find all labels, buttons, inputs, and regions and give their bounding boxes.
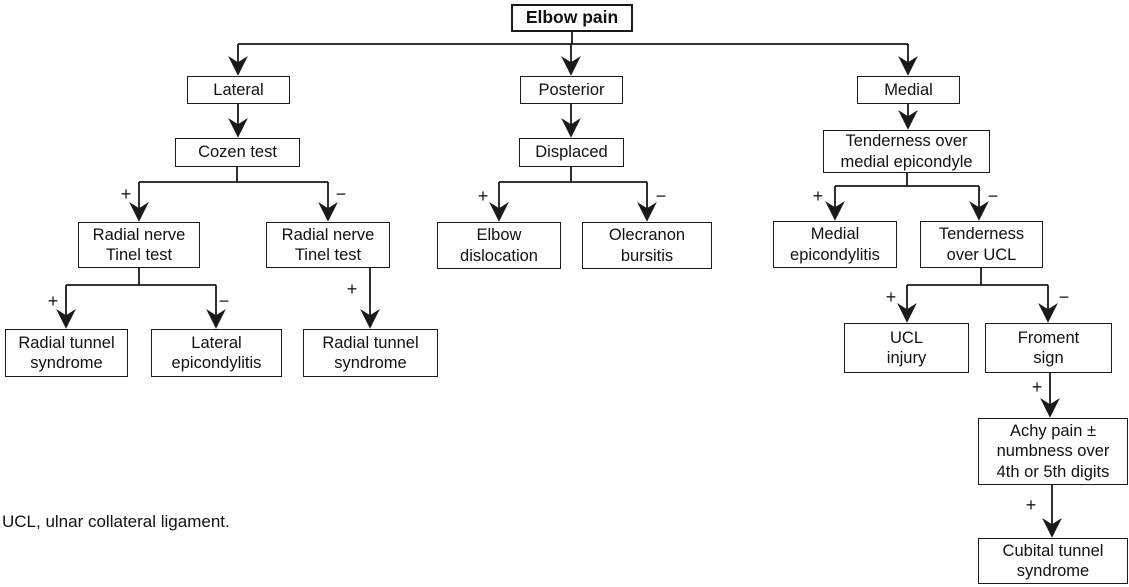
node-posterior: Posterior — [520, 76, 623, 104]
node-tenderness-over-ucl: Tenderness over UCL — [920, 221, 1043, 268]
node-radial-tunnel-syndrome-b: Radial tunnel syndrome — [303, 329, 438, 377]
edge-sign-plus: + — [477, 186, 489, 206]
node-froment-sign: Froment sign — [985, 323, 1112, 373]
edge-sign-plus: + — [346, 279, 358, 299]
node-achy-pain-numbness: Achy pain ± numbness over 4th or 5th dig… — [978, 418, 1128, 485]
node-medial: Medial — [857, 76, 960, 104]
abbreviation-footnote: UCL, ulnar collateral ligament. — [2, 512, 230, 531]
node-ucl-injury: UCL injury — [844, 323, 969, 373]
edge-sign-minus: − — [335, 184, 347, 204]
node-medial-epicondylitis: Medial epicondylitis — [773, 221, 897, 268]
edge-sign-plus: + — [812, 186, 824, 206]
edge-sign-plus: + — [120, 184, 132, 204]
node-tenderness-medial-epicondyle: Tenderness over medial epicondyle — [823, 130, 990, 173]
node-cubital-tunnel-syndrome: Cubital tunnel syndrome — [978, 538, 1128, 584]
edge-sign-minus: − — [218, 291, 230, 311]
edge-sign-plus: + — [47, 291, 59, 311]
node-displaced: Displaced — [519, 138, 624, 167]
node-lateral: Lateral — [187, 76, 290, 104]
node-elbow-dislocation: Elbow dislocation — [437, 222, 561, 269]
edge-sign-plus: + — [885, 287, 897, 307]
node-cozen-test: Cozen test — [175, 138, 300, 167]
edge-sign-plus: + — [1031, 377, 1043, 397]
node-lateral-epicondylitis: Lateral epicondylitis — [151, 329, 282, 377]
node-elbow-pain: Elbow pain — [511, 4, 633, 32]
edge-sign-minus: − — [655, 186, 667, 206]
node-radial-nerve-tinel-a: Radial nerve Tinel test — [78, 222, 200, 268]
edge-sign-minus: − — [1058, 287, 1070, 307]
node-radial-tunnel-syndrome-a: Radial tunnel syndrome — [5, 329, 128, 377]
node-radial-nerve-tinel-b: Radial nerve Tinel test — [266, 222, 390, 268]
edge-sign-plus: + — [1025, 495, 1037, 515]
node-olecranon-bursitis: Olecranon bursitis — [582, 222, 712, 269]
edge-sign-minus: − — [987, 186, 999, 206]
